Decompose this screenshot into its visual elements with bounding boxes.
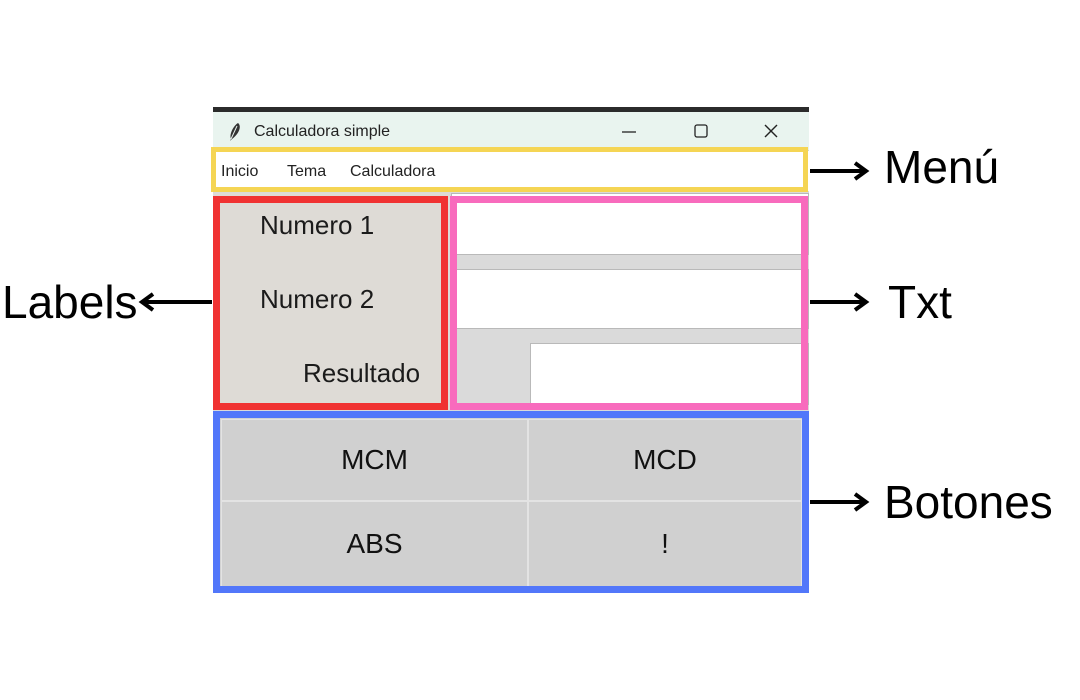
labels-arrow-icon: [138, 292, 212, 312]
label-numero-1: Numero 1: [260, 210, 375, 240]
numero-1-input[interactable]: [451, 193, 809, 255]
numero-2-input[interactable]: [451, 269, 809, 329]
menu-arrow-icon: [810, 161, 870, 181]
menu-item-tema[interactable]: Tema: [287, 163, 327, 180]
background-strip: [213, 107, 809, 112]
buttons-panel: MCM MCD ABS !: [213, 413, 809, 593]
menu-bar: Inicio Tema Calculadora: [213, 151, 809, 191]
resultado-output[interactable]: [530, 343, 809, 405]
annotation-txt: Txt: [888, 276, 952, 328]
window-title: Calculadora simple: [254, 123, 391, 140]
menu-item-calculadora[interactable]: Calculadora: [350, 163, 436, 180]
maximize-button[interactable]: [680, 116, 722, 146]
factorial-button[interactable]: !: [528, 501, 802, 587]
calculator-window: Calculadora simple Inicio Tema Calculado…: [213, 107, 809, 593]
annotation-menu: Menú: [884, 141, 1000, 193]
txt-arrow-icon: [810, 292, 870, 312]
menu-item-inicio[interactable]: Inicio: [221, 163, 259, 180]
label-resultado: Resultado: [303, 358, 421, 388]
title-bar: Calculadora simple: [213, 112, 809, 151]
maximize-icon: [694, 124, 708, 138]
abs-button[interactable]: ABS: [221, 501, 528, 587]
annotation-botones: Botones: [884, 476, 1053, 528]
botones-arrow-icon: [810, 492, 870, 512]
labels-panel: Numero 1 Numero 2 Resultado: [213, 193, 449, 409]
minimize-icon: [622, 131, 636, 133]
close-button[interactable]: [750, 116, 792, 146]
minimize-button[interactable]: [608, 116, 650, 146]
label-numero-2: Numero 2: [260, 284, 375, 314]
entries-panel: [451, 193, 809, 409]
mcd-button[interactable]: MCD: [528, 419, 802, 501]
annotation-labels: Labels: [2, 276, 138, 328]
feather-icon: [230, 123, 240, 141]
close-icon: [764, 124, 778, 138]
mcm-button[interactable]: MCM: [221, 419, 528, 501]
